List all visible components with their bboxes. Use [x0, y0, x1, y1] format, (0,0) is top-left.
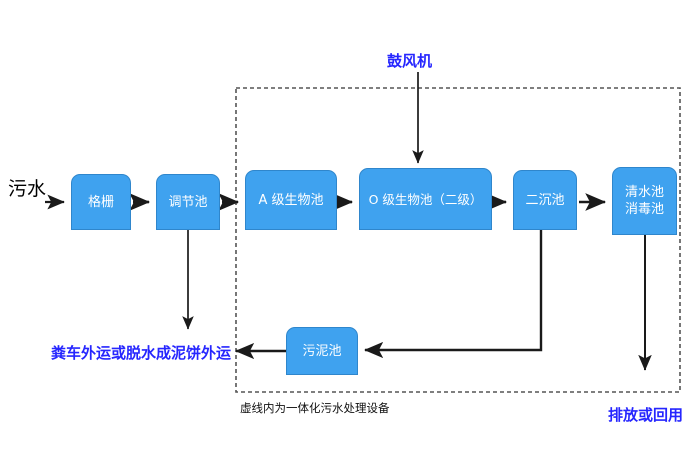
label-sludge-truck-removal: 粪车外运或脱水成泥饼外运	[51, 344, 232, 362]
arrow-settler-to-sludge-tank	[364, 230, 543, 359]
node-sludge-tank[interactable]: 污泥池	[286, 327, 358, 375]
node-regulating-tank[interactable]: 调节池	[156, 174, 220, 230]
node-a-stage-bio-tank[interactable]: A 级生物池	[245, 170, 337, 230]
label-dashed-box-caption: 虚线内为一体化污水处理设备	[240, 401, 390, 415]
node-sludge-tank-label: 污泥池	[302, 343, 342, 359]
node-clearwater-disinfection-tank[interactable]: 清水池 消毒池	[612, 167, 677, 235]
label-blower: 鼓风机	[387, 52, 433, 70]
label-sewage-inflow: 污水	[8, 178, 47, 200]
node-grille[interactable]: 格栅	[71, 174, 131, 230]
node-secondary-settler[interactable]: 二沉池	[513, 170, 577, 230]
node-o-stage-bio-tank-label: O 级生物池（二级）	[368, 191, 483, 207]
dashed-equipment-boundary	[235, 87, 681, 393]
label-discharge-or-reuse: 排放或回用	[608, 406, 684, 424]
node-a-stage-bio-tank-label: A 级生物池	[258, 192, 324, 208]
node-secondary-settler-label: 二沉池	[525, 192, 565, 208]
node-grille-label: 格栅	[87, 194, 114, 210]
node-regulating-tank-label: 调节池	[168, 194, 208, 210]
node-clearwater-disinfection-tank-label: 清水池 消毒池	[624, 185, 664, 217]
node-o-stage-bio-tank[interactable]: O 级生物池（二级）	[359, 168, 492, 230]
